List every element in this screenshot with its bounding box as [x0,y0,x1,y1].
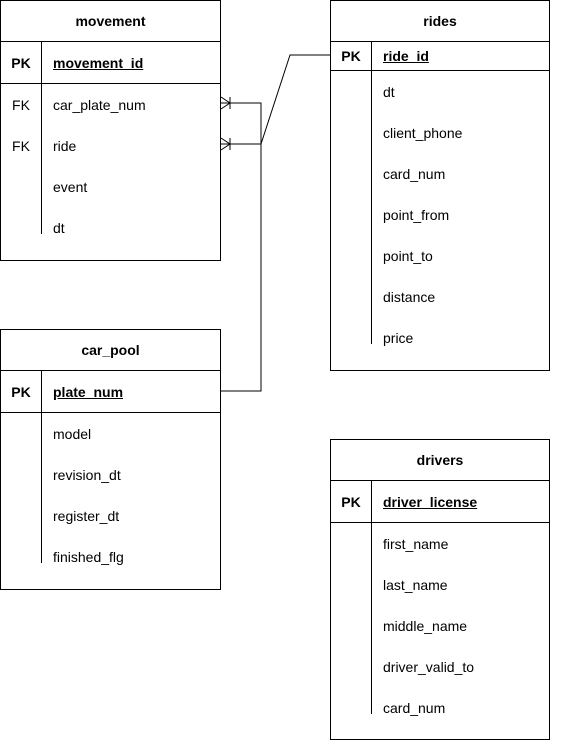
crows-foot-car-plate [220,96,231,110]
field-name: ride [53,137,77,154]
relationship-ride-to-ride-id [221,54,330,145]
entity-title: rides [331,1,549,42]
key-label: FK [12,96,30,113]
field-row: dt [331,71,549,112]
pk-row: PK ride_id [331,42,549,71]
field-row: first_name [331,523,549,564]
field-row: revision_dt [1,454,220,495]
field-row: model [1,413,220,454]
field-name: client_phone [383,124,463,141]
field-name: last_name [383,576,448,593]
pk-field-name: movement_id [53,54,144,71]
field-row: dt [1,207,220,248]
field-name: dt [53,219,65,236]
field-name: price [383,329,414,346]
field-name: driver_valid_to [383,658,475,675]
field-row: point_from [331,194,549,235]
field-row: client_phone [331,112,549,153]
key-label: FK [12,137,30,154]
field-list: model revision_dt register_dt finished_f… [1,413,220,577]
entity-movement[interactable]: movement PK movement_id FK car_plate_num … [0,0,221,261]
entity-rides[interactable]: rides PK ride_id dt client_phone card_nu… [330,0,550,371]
entity-title: movement [1,1,220,42]
field-name: first_name [383,535,449,552]
field-name: finished_flg [53,548,124,565]
key-label: PK [341,48,361,64]
crows-foot-ride [220,137,231,151]
key-label: PK [11,54,31,71]
key-label: PK [11,383,31,400]
field-row: driver_valid_to [331,646,549,687]
field-name: point_from [383,206,450,223]
field-row: distance [331,276,549,317]
field-row: FK ride [1,125,220,166]
relationship-car-plate-to-plate-num [221,102,262,392]
field-name: event [53,178,88,195]
field-name: card_num [383,165,446,182]
entity-drivers[interactable]: drivers PK driver_license first_name las… [330,439,550,740]
field-row: finished_flg [1,536,220,577]
pk-row: PK driver_license [331,481,549,523]
pk-row: PK plate_num [1,371,220,413]
field-list: FK car_plate_num FK ride event dt [1,84,220,248]
field-list: dt client_phone card_num point_from poin… [331,71,549,358]
field-name: card_num [383,699,446,716]
field-row: price [331,317,549,358]
field-row: card_num [331,153,549,194]
field-name: point_to [383,247,433,264]
field-name: dt [383,83,395,100]
field-list: first_name last_name middle_name driver_… [331,523,549,728]
key-label: PK [341,493,361,510]
field-row: last_name [331,564,549,605]
field-row: FK car_plate_num [1,84,220,125]
pk-row: PK movement_id [1,42,220,84]
field-row: point_to [331,235,549,276]
pk-field-name: plate_num [53,383,124,400]
field-name: car_plate_num [53,96,146,113]
pk-field-name: ride_id [383,48,429,64]
field-row: event [1,166,220,207]
entity-title: car_pool [1,330,220,371]
field-name: middle_name [383,617,468,634]
field-row: register_dt [1,495,220,536]
entity-car-pool[interactable]: car_pool PK plate_num model revision_dt … [0,329,221,590]
field-name: model [53,425,92,442]
field-row: card_num [331,687,549,728]
field-name: distance [383,288,436,305]
entity-title: drivers [331,440,549,481]
field-row: middle_name [331,605,549,646]
field-name: revision_dt [53,466,121,483]
field-name: register_dt [53,507,120,524]
pk-field-name: driver_license [383,493,478,510]
